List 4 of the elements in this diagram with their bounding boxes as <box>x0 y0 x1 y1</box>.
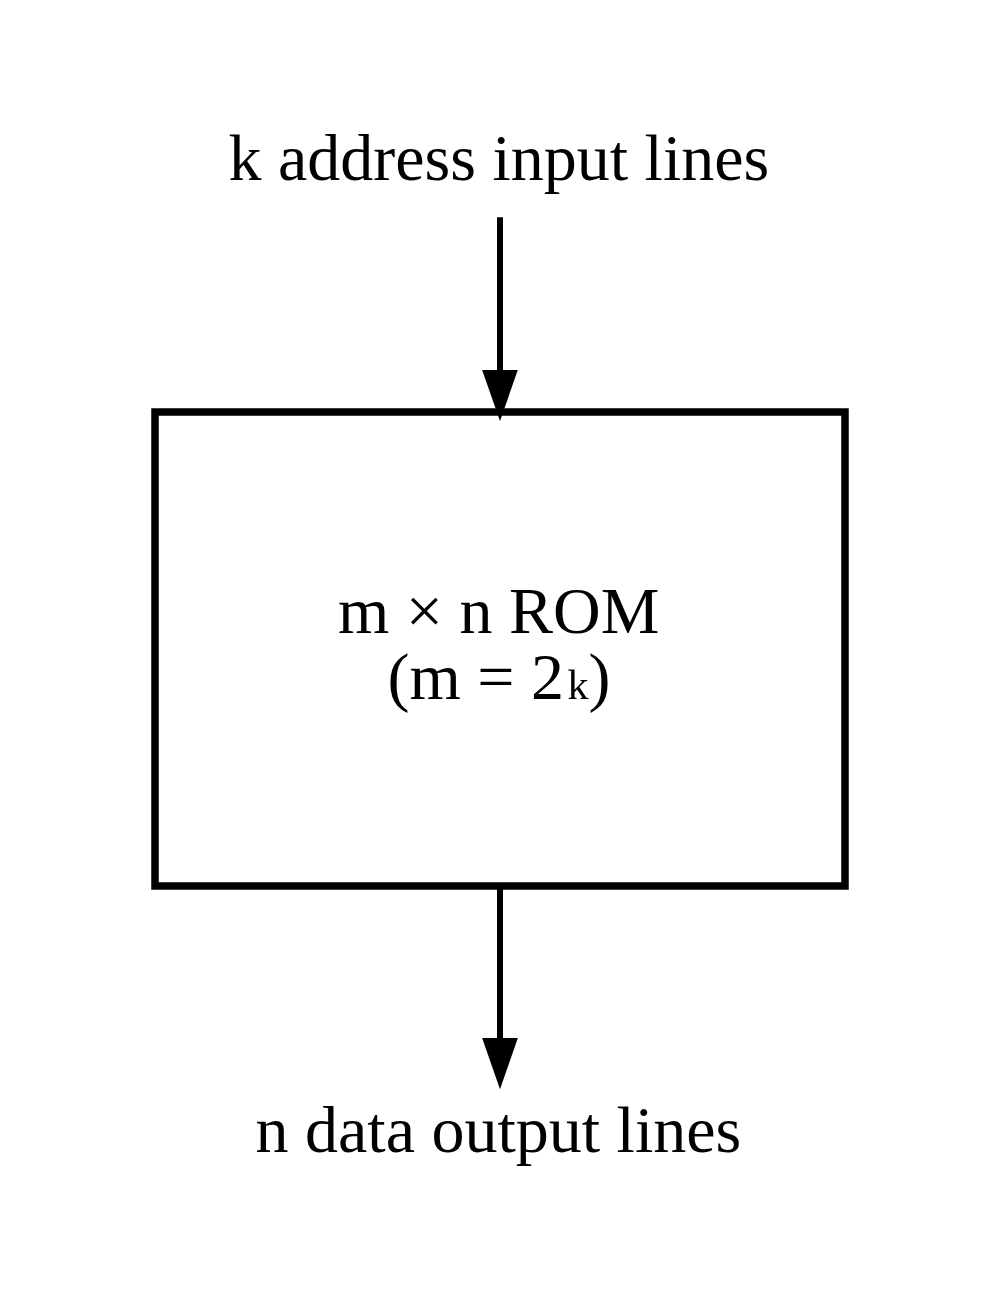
node-text: n data output lines <box>255 1092 742 1166</box>
arrow <box>482 216 518 421</box>
node-text: k address input lines <box>228 120 770 194</box>
node-box: m × n ROM (m = 2k) <box>151 407 849 890</box>
